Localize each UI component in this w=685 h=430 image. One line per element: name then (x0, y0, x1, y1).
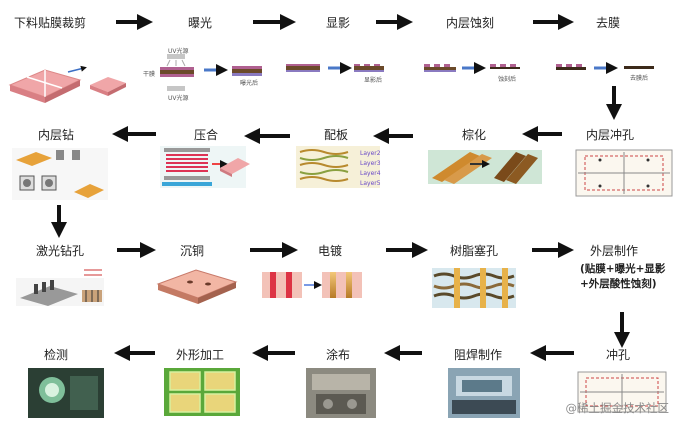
thumb-inner-etch (424, 62, 520, 74)
after-etch-label: 蚀刻后 (498, 76, 517, 83)
step-exposure: 曝光 (188, 16, 213, 30)
thumb-inner-punch (575, 149, 673, 197)
layer4-label: Layer4 (360, 170, 381, 177)
watermark: @稀土掘金技术社区 (565, 401, 670, 415)
step-inner-etch: 内层蚀刻 (446, 16, 495, 30)
uv-source-top-label: UV光源 (168, 48, 189, 55)
step-outer-layer: 外层制作 (590, 244, 639, 258)
step-brown-oxide: 棕化 (462, 128, 487, 142)
step-resin-plug: 树脂塞孔 (450, 244, 499, 258)
step-solder-mask: 阻焊制作 (454, 348, 503, 362)
thumb-exposure (160, 54, 262, 91)
thumb-copper-deposit (156, 269, 238, 304)
thumb-cut-film (8, 65, 126, 103)
film-label: 干膜 (143, 71, 156, 78)
after-develop-label: 显影后 (364, 77, 383, 84)
thumb-punch (577, 371, 667, 413)
thumb-outline-machining (164, 368, 240, 416)
layer3-label: Layer3 (360, 160, 381, 167)
thumb-strip-film (556, 62, 654, 74)
step-lamination: 压合 (194, 128, 219, 142)
uv-source-bottom-label: UV光源 (168, 95, 189, 102)
thumb-brown-oxide (428, 150, 542, 184)
thumb-develop (286, 62, 384, 74)
thumb-solder-mask (448, 368, 520, 418)
step-inspection: 检测 (44, 348, 69, 362)
step-punch: 冲孔 (606, 348, 631, 362)
thumb-inspection (28, 368, 104, 418)
layer5-label: Layer5 (360, 180, 381, 187)
step-laser-drill: 激光钻孔 (36, 244, 85, 258)
thumb-coating (306, 368, 376, 418)
step-inner-punch: 内层冲孔 (586, 128, 635, 142)
thumb-electroplating (258, 270, 366, 310)
thumb-laser-drill (16, 269, 104, 306)
after-expose-label: 曝光后 (240, 80, 259, 87)
step-cut-film: 下料贴膜裁剪 (14, 16, 87, 30)
step-copper-deposit: 沉铜 (180, 244, 205, 258)
step-electroplating: 电镀 (318, 244, 343, 258)
outer-layer-note: (贴膜+曝光+显影+外层酸性蚀刻) (580, 263, 666, 290)
step-stack-up: 配板 (324, 128, 349, 142)
thumb-resin-plug (432, 268, 516, 308)
step-develop: 显影 (326, 16, 351, 30)
thumb-stack-up (296, 146, 380, 188)
step-coating: 涂布 (326, 348, 351, 362)
layer2-label: Layer2 (360, 150, 381, 157)
after-strip-label: 去膜后 (630, 75, 649, 82)
step-outline-machining: 外形加工 (176, 348, 225, 362)
thumb-lamination (160, 146, 250, 188)
step-strip-film: 去膜 (596, 16, 621, 30)
step-inner-drill: 内层钻 (38, 128, 75, 142)
thumb-inner-drill (12, 148, 108, 200)
